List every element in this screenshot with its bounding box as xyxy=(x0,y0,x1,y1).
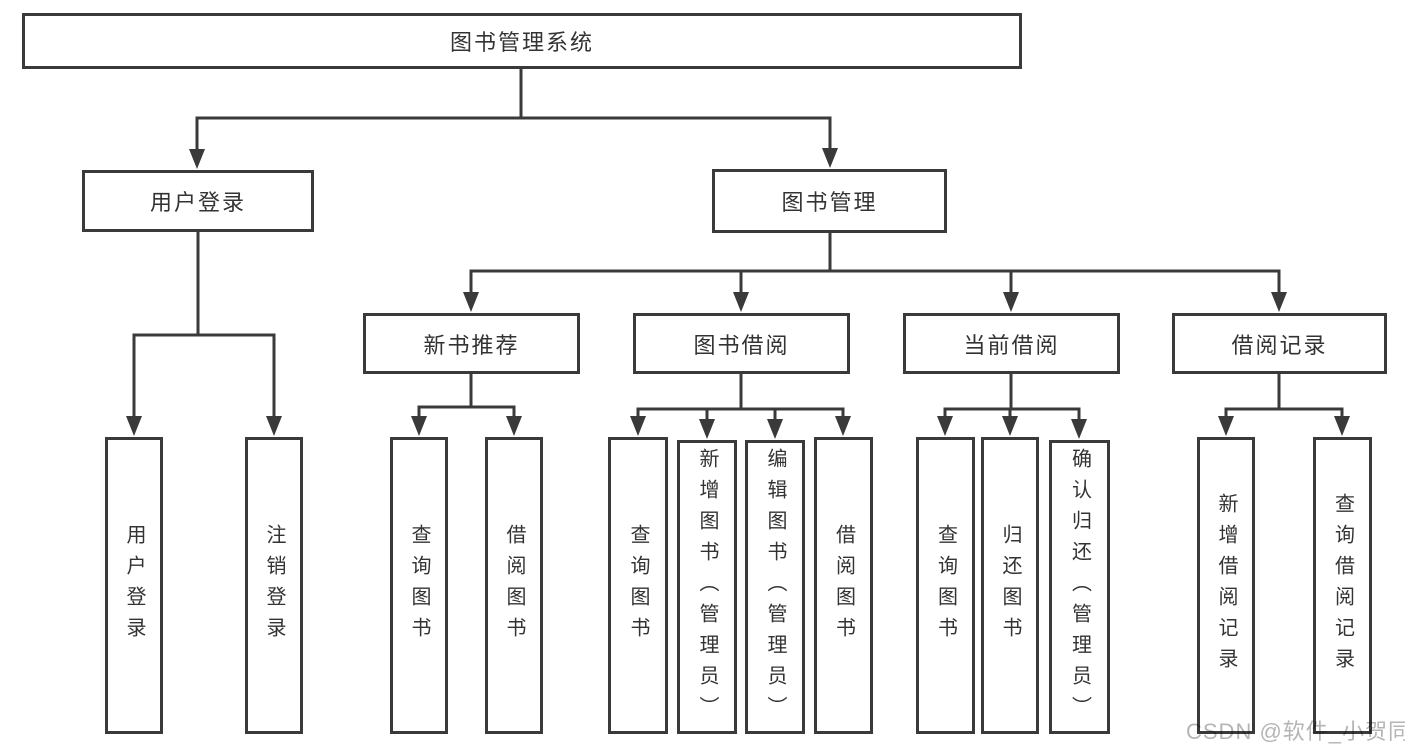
leaf-borrow-edit-books-admin-label: 编辑图书（管理员） xyxy=(764,447,786,727)
leaf-current-confirm-return-admin: 确认归还（管理员） xyxy=(1049,440,1110,734)
node-book-mgmt-label: 图书管理 xyxy=(781,190,878,215)
leaf-user-login: 用户登录 xyxy=(105,437,163,734)
leaf-borrow-query-books: 查询图书 xyxy=(608,437,668,734)
leaf-logout: 注销登录 xyxy=(245,437,303,734)
leaf-current-query-books-label: 查询图书 xyxy=(934,523,957,648)
node-borrow-records-label: 借阅记录 xyxy=(1231,332,1328,358)
edge-book-borrow-children xyxy=(630,372,851,439)
leaf-newbook-borrow-books-label: 借阅图书 xyxy=(503,523,525,648)
node-root-label: 图书管理系统 xyxy=(449,30,594,55)
leaf-borrow-borrow-books-label: 借阅图书 xyxy=(832,523,855,648)
leaf-newbook-borrow-books: 借阅图书 xyxy=(485,437,543,734)
leaf-borrow-borrow-books: 借阅图书 xyxy=(814,437,873,734)
leaf-newbook-query-books: 查询图书 xyxy=(390,437,448,734)
leaf-records-query-record: 查询借阅记录 xyxy=(1313,437,1372,734)
node-book-mgmt: 图书管理 xyxy=(712,169,947,233)
edge-current-borrow-children xyxy=(937,372,1087,439)
edge-user-login-children xyxy=(126,230,282,436)
csdn-watermark: CSDN @软件_小贺同学 xyxy=(1186,719,1405,744)
node-new-book-rec-label: 新书推荐 xyxy=(423,332,520,358)
leaf-borrow-edit-books-admin: 编辑图书（管理员） xyxy=(745,440,805,734)
leaf-logout-label: 注销登录 xyxy=(263,523,285,648)
node-user-login-label: 用户登录 xyxy=(149,190,246,215)
node-borrow-records: 借阅记录 xyxy=(1172,313,1387,374)
node-root: 图书管理系统 xyxy=(22,13,1022,69)
leaf-current-confirm-return-admin-label: 确认归还（管理员） xyxy=(1068,447,1091,727)
leaf-borrow-query-books-label: 查询图书 xyxy=(627,523,649,648)
edge-borrow-records-children xyxy=(1218,372,1350,436)
leaf-current-query-books: 查询图书 xyxy=(916,437,975,734)
leaf-newbook-query-books-label: 查询图书 xyxy=(408,523,430,648)
edge-book-mgmt-children xyxy=(463,231,1287,312)
edge-new-book-children xyxy=(411,372,522,436)
leaf-borrow-add-books-admin: 新增图书（管理员） xyxy=(677,440,737,734)
leaf-borrow-add-books-admin-label: 新增图书（管理员） xyxy=(696,447,718,727)
leaf-current-return-books-label: 归还图书 xyxy=(999,523,1021,648)
leaf-records-add-record: 新增借阅记录 xyxy=(1197,437,1255,734)
leaf-records-add-record-label: 新增借阅记录 xyxy=(1215,492,1237,679)
node-current-borrow: 当前借阅 xyxy=(903,313,1120,374)
node-new-book-rec: 新书推荐 xyxy=(363,313,580,374)
node-book-borrow-label: 图书借阅 xyxy=(693,332,790,358)
leaf-current-return-books: 归还图书 xyxy=(981,437,1039,734)
node-book-borrow: 图书借阅 xyxy=(633,313,850,374)
node-user-login: 用户登录 xyxy=(82,170,314,232)
leaf-records-query-record-label: 查询借阅记录 xyxy=(1331,492,1354,679)
edge-root-to-level2 xyxy=(189,67,838,169)
node-current-borrow-label: 当前借阅 xyxy=(963,332,1060,358)
leaf-user-login-label: 用户登录 xyxy=(123,523,145,648)
